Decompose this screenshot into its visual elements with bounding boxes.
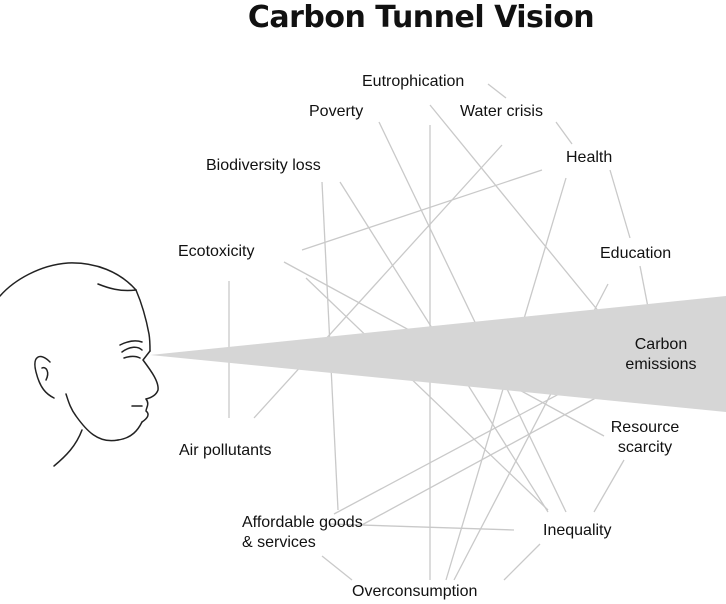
label-overconsumption: Overconsumption	[352, 583, 478, 600]
label-poverty: Poverty	[309, 103, 364, 120]
link-carbon-affordable-2	[359, 387, 615, 527]
link-poverty-inequality	[378, 121, 567, 513]
label-inequality: Inequality	[543, 522, 612, 539]
label-affordable-goods-line2: & services	[242, 534, 316, 551]
link-resource-inequality	[593, 459, 625, 513]
label-health: Health	[566, 149, 613, 166]
link-water-air	[253, 144, 503, 419]
label-carbon-emissions: Carbon emissions	[614, 335, 708, 375]
vision-cone	[150, 296, 726, 412]
link-health-education	[609, 169, 631, 239]
label-resource-scarcity-line1: Resource	[610, 419, 680, 436]
link-health-ecotoxicity	[301, 169, 543, 251]
link-inequality-overconsumption	[503, 543, 541, 581]
link-eutrophication-water-crisis	[487, 83, 507, 99]
label-resource-scarcity: Resource scarcity	[600, 418, 690, 458]
face-profile-icon	[0, 262, 159, 467]
label-biodiversity-loss: Biodiversity loss	[206, 157, 321, 174]
label-eutrophication: Eutrophication	[362, 73, 465, 90]
diagram-title: Carbon Tunnel Vision	[247, 0, 595, 35]
label-resource-scarcity-line2: scarcity	[617, 439, 673, 456]
label-education: Education	[600, 245, 672, 262]
link-water-crisis-health	[555, 121, 573, 145]
link-ecotoxicity-inequality	[305, 277, 549, 511]
label-water-crisis: Water crisis	[460, 103, 543, 120]
link-poverty-carbon	[429, 104, 623, 341]
label-affordable-goods-line1: Affordable goods	[242, 514, 363, 531]
label-carbon-emissions-line2: emissions	[625, 356, 697, 373]
label-ecotoxicity: Ecotoxicity	[178, 243, 255, 260]
label-affordable-goods: Affordable goods & services	[242, 513, 363, 553]
link-affordable-overconsumption	[321, 555, 353, 581]
label-air-pollutants: Air pollutants	[179, 442, 272, 459]
label-carbon-emissions-line1: Carbon	[634, 336, 688, 353]
